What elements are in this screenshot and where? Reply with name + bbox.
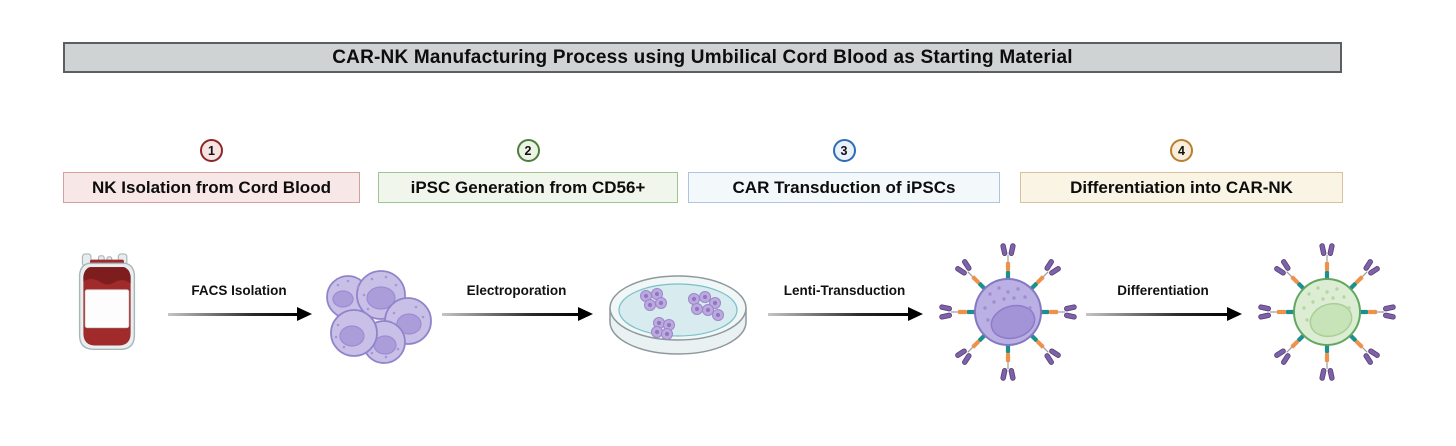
arrow-lenti-transduction: Lenti-Transduction [766, 283, 923, 322]
step-2-label: iPSC Generation from CD56+ [410, 177, 646, 197]
car-ipsc-cell-icon [938, 242, 1078, 382]
step-4-number: 4 [1178, 143, 1185, 158]
step-2-label-box: iPSC Generation from CD56+ [378, 172, 678, 203]
step-3-number: 3 [840, 143, 848, 158]
step-3-label-box: CAR Transduction of iPSCs [688, 172, 1000, 203]
arrow-differentiation-label: Differentiation [1117, 283, 1209, 298]
arrow-lenti-transduction-label: Lenti-Transduction [783, 283, 906, 298]
step-1-nk-isolation: 1 NK Isolation from Cord Blood [63, 139, 360, 203]
step-3-car-transduction: 3 CAR Transduction of iPSCs [688, 139, 1000, 203]
step-1-label: NK Isolation from Cord Blood [92, 177, 331, 197]
step-3-label: CAR Transduction of iPSCs [732, 177, 956, 197]
arrow-facs-isolation: FACS Isolation [166, 283, 312, 322]
step-1-number-badge: 1 [200, 139, 223, 162]
step-4-label: Differentiation into CAR-NK [1070, 177, 1293, 197]
arrow-electroporation: Electroporation [440, 283, 593, 322]
step-4-label-box: Differentiation into CAR-NK [1020, 172, 1343, 203]
right-arrow-icon [440, 307, 593, 322]
diagram-title: CAR-NK Manufacturing Process using Umbil… [332, 46, 1073, 68]
right-arrow-icon [766, 307, 923, 322]
right-arrow-icon [166, 307, 312, 322]
step-4-differentiation: 4 Differentiation into CAR-NK [1020, 139, 1343, 203]
diagram-title-bar: CAR-NK Manufacturing Process using Umbil… [63, 42, 1342, 73]
arrow-differentiation: Differentiation [1084, 283, 1242, 322]
step-2-number-badge: 2 [516, 139, 540, 162]
nk-cell-cluster-icon [324, 265, 436, 369]
step-2-number: 2 [524, 143, 532, 158]
step-4-number-badge: 4 [1170, 139, 1193, 162]
ipsc-colony-dish-icon [606, 266, 756, 366]
arrow-electroporation-label: Electroporation [466, 283, 567, 298]
right-arrow-icon [1084, 307, 1242, 322]
step-3-number-badge: 3 [832, 139, 856, 162]
cord-blood-bag-icon [73, 252, 141, 356]
arrow-facs-isolation-label: FACS Isolation [191, 283, 287, 298]
step-2-ipsc-generation: 2 iPSC Generation from CD56+ [378, 139, 678, 203]
step-1-label-box: NK Isolation from Cord Blood [63, 172, 360, 203]
step-1-number: 1 [208, 143, 215, 158]
car-nk-cell-icon [1257, 242, 1397, 382]
